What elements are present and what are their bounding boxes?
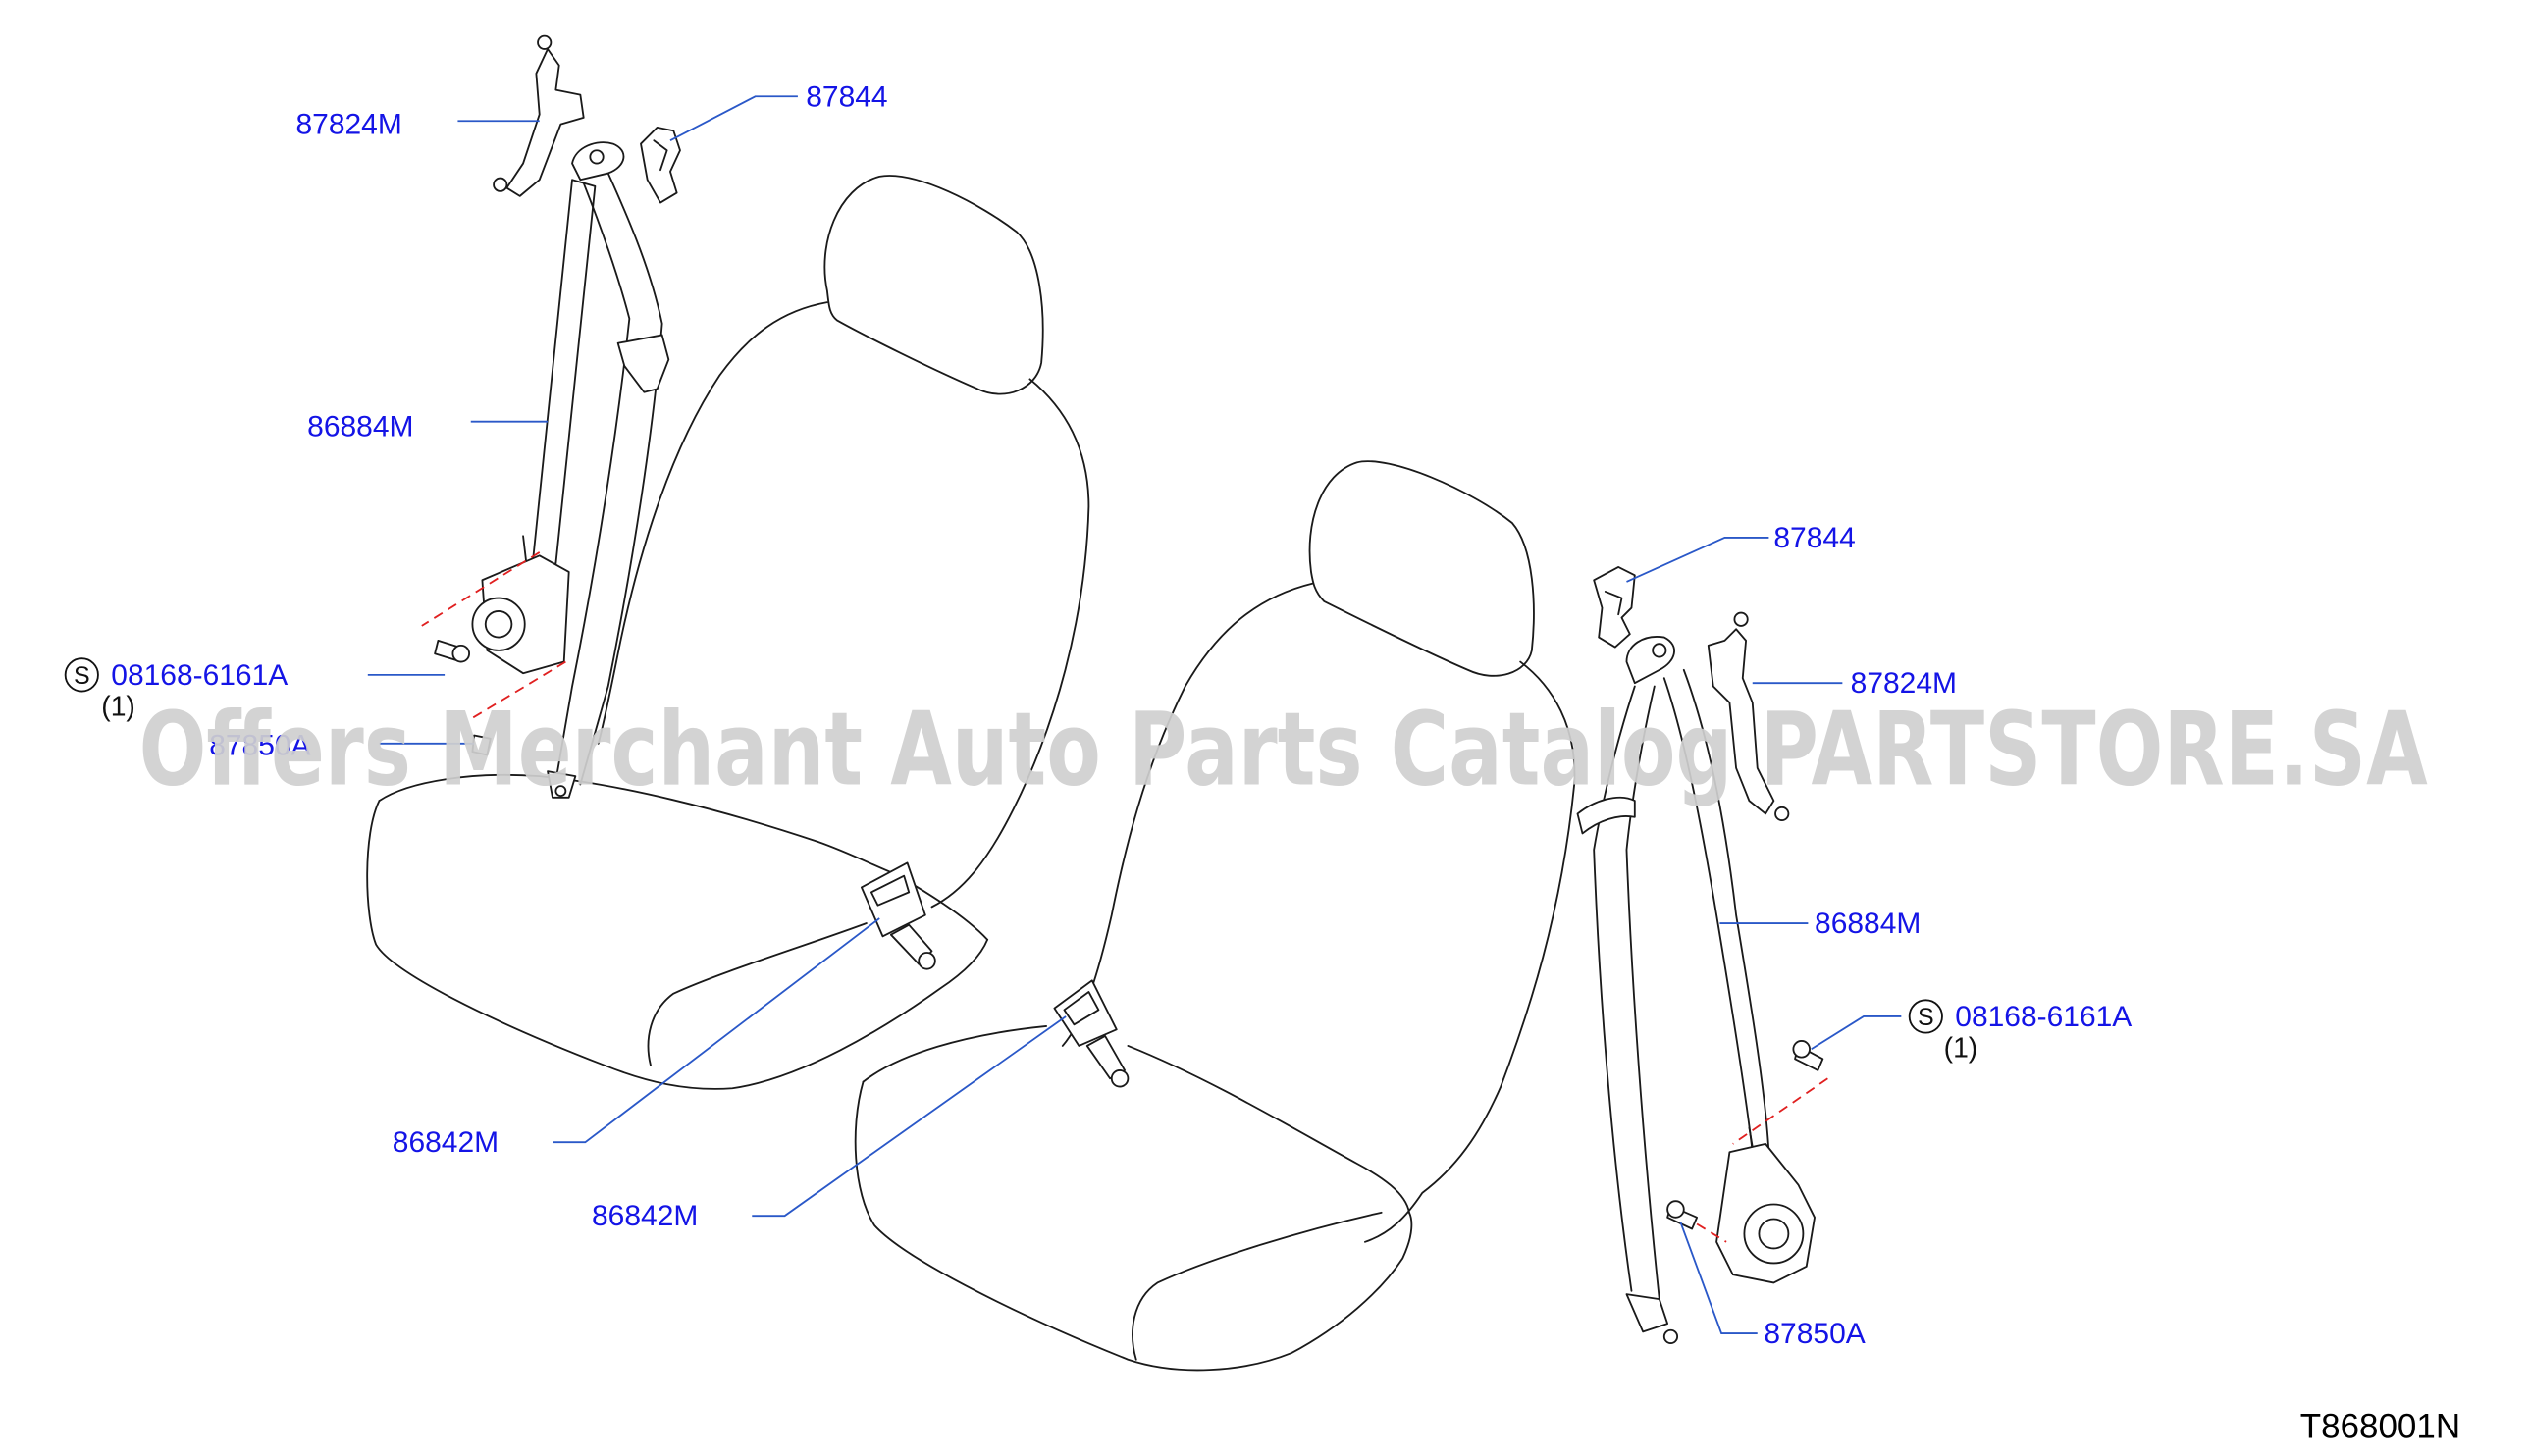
left-lower-belt-anchor	[547, 770, 577, 799]
callout-left-buckle[interactable]: 86842M	[393, 1126, 499, 1159]
left-d-ring-bolt	[589, 149, 605, 165]
right-belt-d-ring	[1625, 636, 1675, 685]
leader-lines	[367, 95, 1902, 1335]
left-retractor-hidden-line-upper	[421, 551, 541, 627]
right-seat-cushion-top-rear	[1127, 1045, 1410, 1214]
left-upper-anchor-bracket	[505, 48, 585, 197]
right-service-symbol: S	[1918, 1004, 1934, 1031]
right-seat-back-left-edge	[1061, 582, 1314, 1047]
right-service-symbol-ring	[1908, 999, 1943, 1034]
left-shoulder-belt-vertical-webbing	[532, 179, 597, 565]
leader-right-buckle	[752, 1015, 1067, 1218]
callout-right-retractor-bolt[interactable]: 08168-6161A	[1955, 1001, 2132, 1033]
callout-left-anchor-bolt[interactable]: 87850A	[209, 729, 310, 761]
left-seat-cushion-outline	[366, 800, 989, 1090]
right-belt-guide-cover	[1593, 566, 1636, 649]
right-seat-back-right-edge	[1364, 660, 1576, 1243]
right-seat-cushion-front-contour	[1132, 1211, 1383, 1361]
right-anchor-bolt-head	[1666, 1200, 1685, 1219]
leader-left-buckle	[553, 917, 880, 1144]
left-belt-guide-cover	[640, 126, 681, 204]
right-seat-drawing	[854, 460, 1576, 1372]
right-belt-outer-webbing-edge-b	[1625, 685, 1660, 1301]
right-seat-headrest	[1308, 460, 1535, 677]
left-service-symbol-ring	[64, 657, 99, 693]
left-seat-callouts: 87824M 87844 86884M S 08168-6161A (1) 87…	[64, 80, 888, 1159]
right-belt-inner-webbing-edge-a	[1662, 677, 1754, 1154]
right-seat-cushion-top	[862, 1025, 1048, 1083]
right-buckle-head	[1053, 979, 1118, 1047]
right-belt-outer-webbing-edge-a	[1593, 685, 1636, 1292]
right-retractor-bolt-qty: (1)	[1944, 1032, 1978, 1064]
right-seat-cushion-outline	[854, 1080, 1413, 1372]
right-seat-callouts: 86842M 87844 87824M 86884M S 08168-6161A…	[592, 522, 2132, 1350]
leader-left-belt-guide	[669, 95, 798, 142]
left-belt-sliding-clip	[616, 334, 670, 393]
left-buckle-bolt	[918, 952, 936, 970]
left-shoulder-belt-lap-webbing-edge-a	[554, 182, 631, 783]
leader-right-belt-guide	[1626, 537, 1769, 583]
right-anchor-hidden-line	[1696, 1222, 1727, 1243]
right-lower-anchor-bolt	[1662, 1328, 1679, 1344]
left-retractor-bolt-head	[451, 644, 471, 663]
callout-left-upper-anchor[interactable]: 87824M	[296, 109, 402, 141]
right-belt-inner-webbing-edge-b	[1682, 668, 1770, 1154]
left-retractor-spool	[471, 597, 526, 651]
left-anchor-bolt	[471, 734, 492, 756]
right-upper-anchor-bottom-bolt	[1774, 806, 1790, 822]
right-retractor-hidden-line	[1732, 1077, 1828, 1145]
callout-right-belt-guide[interactable]: 87844	[1773, 522, 1855, 554]
left-seat-belt-assembly	[421, 34, 936, 970]
left-seat-back-right-edge	[930, 378, 1090, 909]
left-buckle-slot	[869, 874, 911, 907]
callout-right-upper-anchor[interactable]: 87824M	[1851, 667, 1957, 700]
callout-left-retractor-bolt[interactable]: 08168-6161A	[111, 659, 288, 692]
leader-right-retractor-bolt	[1811, 1015, 1902, 1051]
left-retractor-hidden-line-lower	[470, 660, 566, 720]
left-belt-guide-detail	[653, 139, 668, 172]
right-d-ring-bolt	[1652, 643, 1667, 658]
right-buckle-bolt	[1110, 1069, 1130, 1088]
left-upper-anchor-bottom-bolt	[493, 177, 508, 192]
left-retractor-bolt-qty: (1)	[101, 691, 135, 722]
right-lower-belt-anchor	[1625, 1293, 1669, 1333]
right-buckle-stalk	[1085, 1035, 1126, 1080]
right-buckle-slot	[1063, 991, 1100, 1026]
left-seat-back-left-edge	[597, 301, 828, 745]
right-seat-belt-assembly	[1053, 566, 1828, 1344]
left-seat-cushion-front-contour	[647, 922, 868, 1066]
right-belt-sliding-clip	[1576, 796, 1636, 835]
right-retractor-tab	[1748, 1126, 1754, 1149]
callout-left-belt-assembly[interactable]: 86884M	[307, 411, 413, 443]
left-service-symbol: S	[74, 662, 90, 690]
right-upper-anchor-top-bolt	[1733, 611, 1749, 627]
watermark: Offers Merchant Auto Parts Catalog PARTS…	[139, 691, 2428, 808]
left-retractor-spool-hub	[484, 609, 513, 639]
right-retractor-bolt-head	[1792, 1040, 1811, 1059]
diagram-code: T868001N	[2300, 1408, 2460, 1446]
callout-right-anchor-bolt[interactable]: 87850A	[1764, 1318, 1865, 1350]
callout-left-belt-guide[interactable]: 87844	[806, 80, 887, 113]
left-seat-headrest	[823, 175, 1044, 395]
right-retractor-spool	[1743, 1203, 1805, 1265]
callout-right-belt-assembly[interactable]: 86884M	[1815, 908, 1921, 940]
left-lower-anchor-bolt	[554, 785, 567, 798]
right-belt-guide-detail	[1604, 591, 1623, 616]
right-retractor-spool-hub	[1758, 1218, 1790, 1250]
left-upper-anchor-top-bolt	[537, 34, 553, 50]
callout-right-buckle[interactable]: 86842M	[592, 1200, 698, 1232]
leader-right-anchor-bolt	[1679, 1222, 1758, 1335]
left-retractor-tab	[522, 535, 528, 565]
right-upper-anchor-bracket	[1707, 628, 1775, 815]
